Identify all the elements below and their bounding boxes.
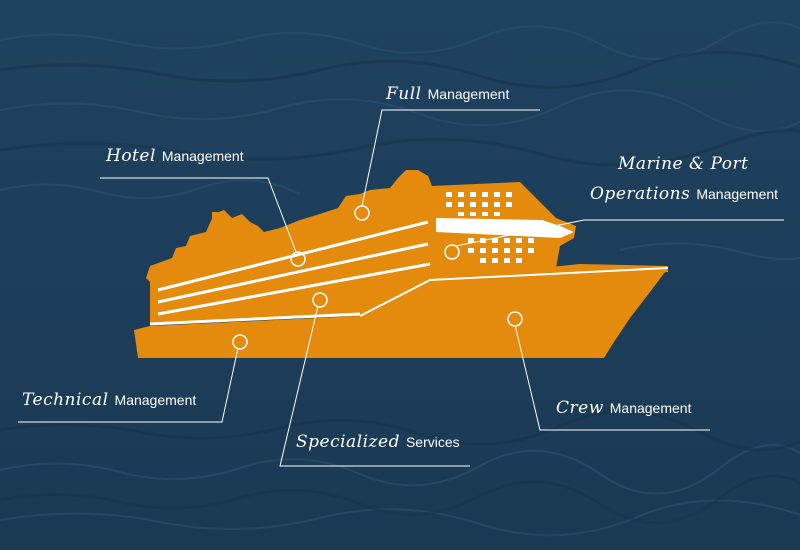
label-hotel-script: Hotel [106, 146, 156, 166]
label-specialized-services[interactable]: Specialized Services [296, 434, 460, 451]
label-marine-plain: Management [696, 186, 778, 202]
label-full-plain: Management [428, 86, 510, 102]
label-crew-management[interactable]: Crew Management [556, 400, 691, 417]
label-technical-management[interactable]: Technical Management [22, 392, 196, 409]
label-crew-script: Crew [556, 398, 604, 418]
label-hotel-plain: Management [162, 148, 244, 164]
label-marine-script-2: Operations [590, 184, 690, 204]
label-marine-line2[interactable]: Operations Management [590, 186, 778, 203]
label-marine-line1[interactable]: Marine & Port [618, 156, 749, 173]
leader-technical [18, 348, 238, 422]
label-full-management[interactable]: Full Management [386, 86, 509, 103]
label-crew-plain: Management [610, 400, 692, 416]
cruise-ship [134, 170, 668, 358]
label-hotel-management[interactable]: Hotel Management [106, 148, 244, 165]
label-technical-script: Technical [22, 390, 109, 410]
label-specialized-plain: Services [406, 434, 460, 450]
label-specialized-script: Specialized [296, 432, 400, 452]
label-marine-script-1: Marine & Port [618, 154, 749, 174]
label-full-script: Full [386, 84, 422, 104]
label-technical-plain: Management [115, 392, 197, 408]
